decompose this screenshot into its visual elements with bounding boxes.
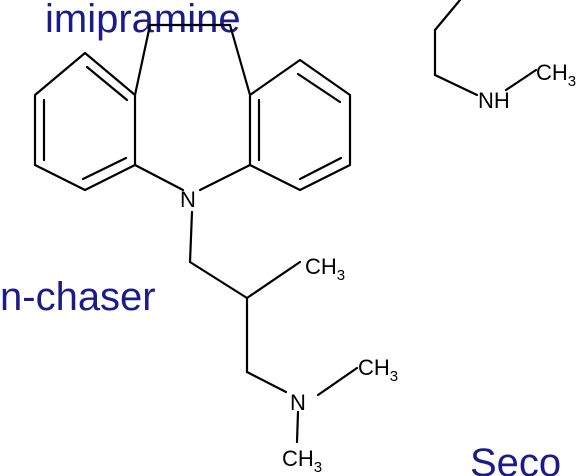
ring-nitrogen-label: N bbox=[180, 187, 196, 212]
text-fragment-n-chaser: n-chaser bbox=[0, 275, 156, 319]
methyl-branch-label: CH3 bbox=[305, 254, 345, 284]
title-fragment-imipramine: imipramine bbox=[45, 0, 241, 41]
side-chain bbox=[188, 210, 359, 444]
left-benzene-ring bbox=[33, 51, 137, 192]
amine-nitrogen-label: N bbox=[290, 390, 306, 415]
bond-ring-right-to-n bbox=[198, 163, 252, 192]
text-fragment-seco: Seco bbox=[470, 441, 561, 476]
n-methyl-right-label: CH3 bbox=[358, 355, 398, 385]
right-benzene-ring bbox=[248, 58, 352, 192]
ethylene-bridge bbox=[133, 23, 252, 97]
side-nh-label: NH bbox=[478, 88, 510, 113]
bond-ring-left-to-n bbox=[133, 163, 185, 192]
side-methyl-label: CH3 bbox=[536, 60, 576, 90]
main-molecule-structure: N CH3 N CH3 CH3 bbox=[33, 23, 398, 476]
side-molecule-fragment: NH CH3 bbox=[433, 0, 576, 113]
n-methyl-bottom-label: CH3 bbox=[282, 446, 322, 476]
